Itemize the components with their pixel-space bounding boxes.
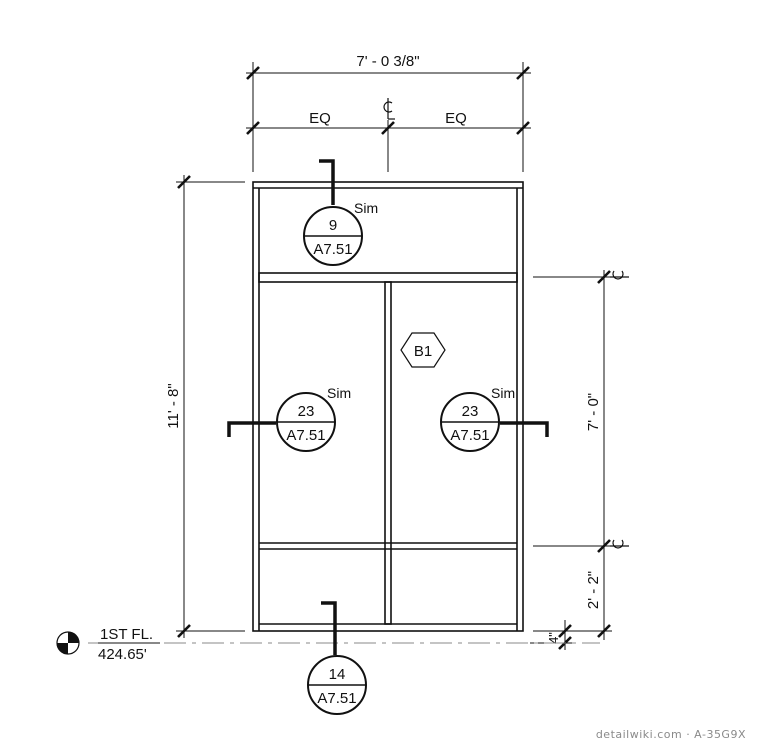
section-callout-top[interactable]: 9 A7.51	[303, 159, 363, 266]
centerline-icon	[610, 270, 629, 280]
frame-elevation	[252, 181, 524, 632]
callout-right-sheet: A7.51	[450, 427, 489, 444]
eq-left-label: EQ	[309, 110, 331, 127]
callout-bottom-number: 14	[329, 666, 346, 683]
callout-top-number: 9	[329, 217, 337, 234]
section-callout-bottom[interactable]: 14 A7.51	[307, 601, 367, 715]
dimension-overall-width	[245, 62, 531, 172]
dimension-eq	[245, 120, 531, 172]
centerline-icon	[383, 98, 395, 120]
section-callout-left[interactable]: 23 A7.51	[227, 392, 336, 452]
panel-tag-b1[interactable]: B1	[400, 332, 446, 368]
dimension-overall-height	[176, 174, 245, 639]
opening-height-label: 7' - 0"	[585, 393, 602, 431]
callout-left-sim: Sim	[327, 385, 351, 401]
overall-height-label: 11' - 8"	[165, 383, 182, 428]
elevation-marker-icon	[56, 631, 80, 655]
watermark: detailwiki.com · A-35G9X	[595, 728, 746, 741]
centerline-icon	[610, 539, 629, 549]
overall-width-label: 7' - 0 3/8"	[356, 53, 419, 70]
elevation-label: 1ST FL.	[100, 626, 153, 643]
frame-outer	[252, 181, 524, 632]
dimension-right-chain	[533, 269, 612, 640]
section-callout-right[interactable]: 23 A7.51	[440, 392, 549, 452]
callout-left-sheet: A7.51	[286, 427, 325, 444]
callout-right-number: 23	[462, 403, 479, 420]
frame-transom-bar	[258, 272, 518, 283]
callout-top-sheet: A7.51	[313, 241, 352, 258]
callout-bottom-sheet: A7.51	[317, 690, 356, 707]
callout-top-sim: Sim	[354, 200, 378, 216]
callout-right-sim: Sim	[491, 385, 515, 401]
sill-height-label: 2' - 2"	[585, 571, 602, 609]
elevation-value: 424.65'	[98, 646, 147, 663]
base-offset-label: 4"	[546, 632, 561, 644]
frame-mullion	[384, 281, 392, 625]
eq-right-label: EQ	[445, 110, 467, 127]
callout-left-number: 23	[298, 403, 315, 420]
panel-tag-label: B1	[414, 343, 432, 360]
